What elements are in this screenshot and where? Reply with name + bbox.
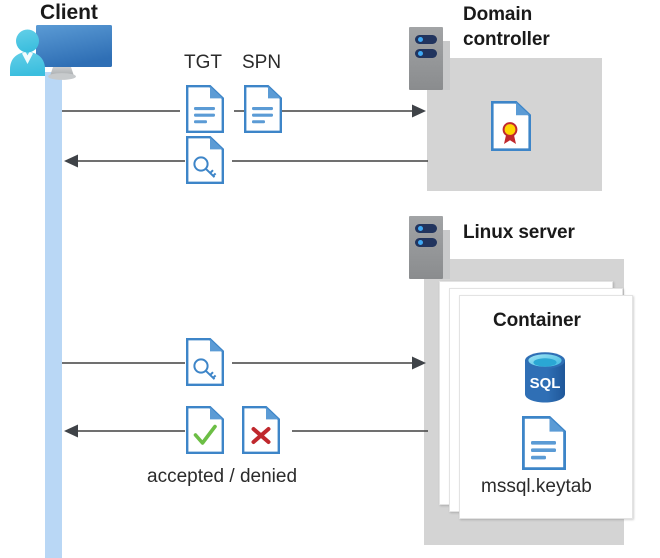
- rack-bay-2: [415, 238, 437, 247]
- rack-bay-2: [415, 49, 437, 58]
- accepted-denied-caption: accepted / denied: [147, 466, 298, 487]
- arrow-client-to-linux-server: [62, 356, 426, 370]
- service-ticket-document-key-icon: [186, 136, 224, 184]
- rack-shadow: [443, 230, 450, 279]
- sql-icon-text: SQL: [530, 375, 561, 392]
- rack-bay-1: [415, 224, 437, 233]
- arrow-linux-server-to-client: [64, 424, 428, 438]
- container-card-front: [459, 295, 633, 519]
- client-workstation-user-icon: [8, 22, 116, 84]
- accepted-document-check-icon: [186, 406, 224, 454]
- keytab-filename-label: mssql.keytab: [481, 476, 592, 497]
- arrow-domain-controller-to-client: [64, 154, 428, 168]
- tgt-label: TGT: [184, 52, 222, 73]
- keytab-document-icon: [522, 416, 566, 470]
- domain-controller-server-rack-icon: [409, 27, 450, 90]
- spn-document-icon: [244, 85, 282, 133]
- client-lifeline: [45, 72, 62, 558]
- tgt-document-icon: [186, 85, 224, 133]
- denied-document-cross-icon: [242, 406, 280, 454]
- rack-bay-1: [415, 35, 437, 44]
- sql-database-icon: SQL: [521, 350, 569, 409]
- page-title-client: Client: [40, 1, 98, 24]
- linux-server-server-rack-icon: [409, 216, 450, 279]
- domain-controller-title-line2: controller: [463, 29, 550, 50]
- rack-shadow: [443, 41, 450, 90]
- certificate-document-icon: [491, 101, 531, 151]
- service-ticket-document-key-icon-lower: [186, 338, 224, 386]
- domain-controller-title-line1: Domain: [463, 4, 533, 25]
- linux-server-title: Linux server: [463, 222, 575, 243]
- container-title: Container: [493, 310, 581, 331]
- domain-controller-title: Domain controller: [463, 2, 623, 52]
- spn-label: SPN: [242, 52, 282, 73]
